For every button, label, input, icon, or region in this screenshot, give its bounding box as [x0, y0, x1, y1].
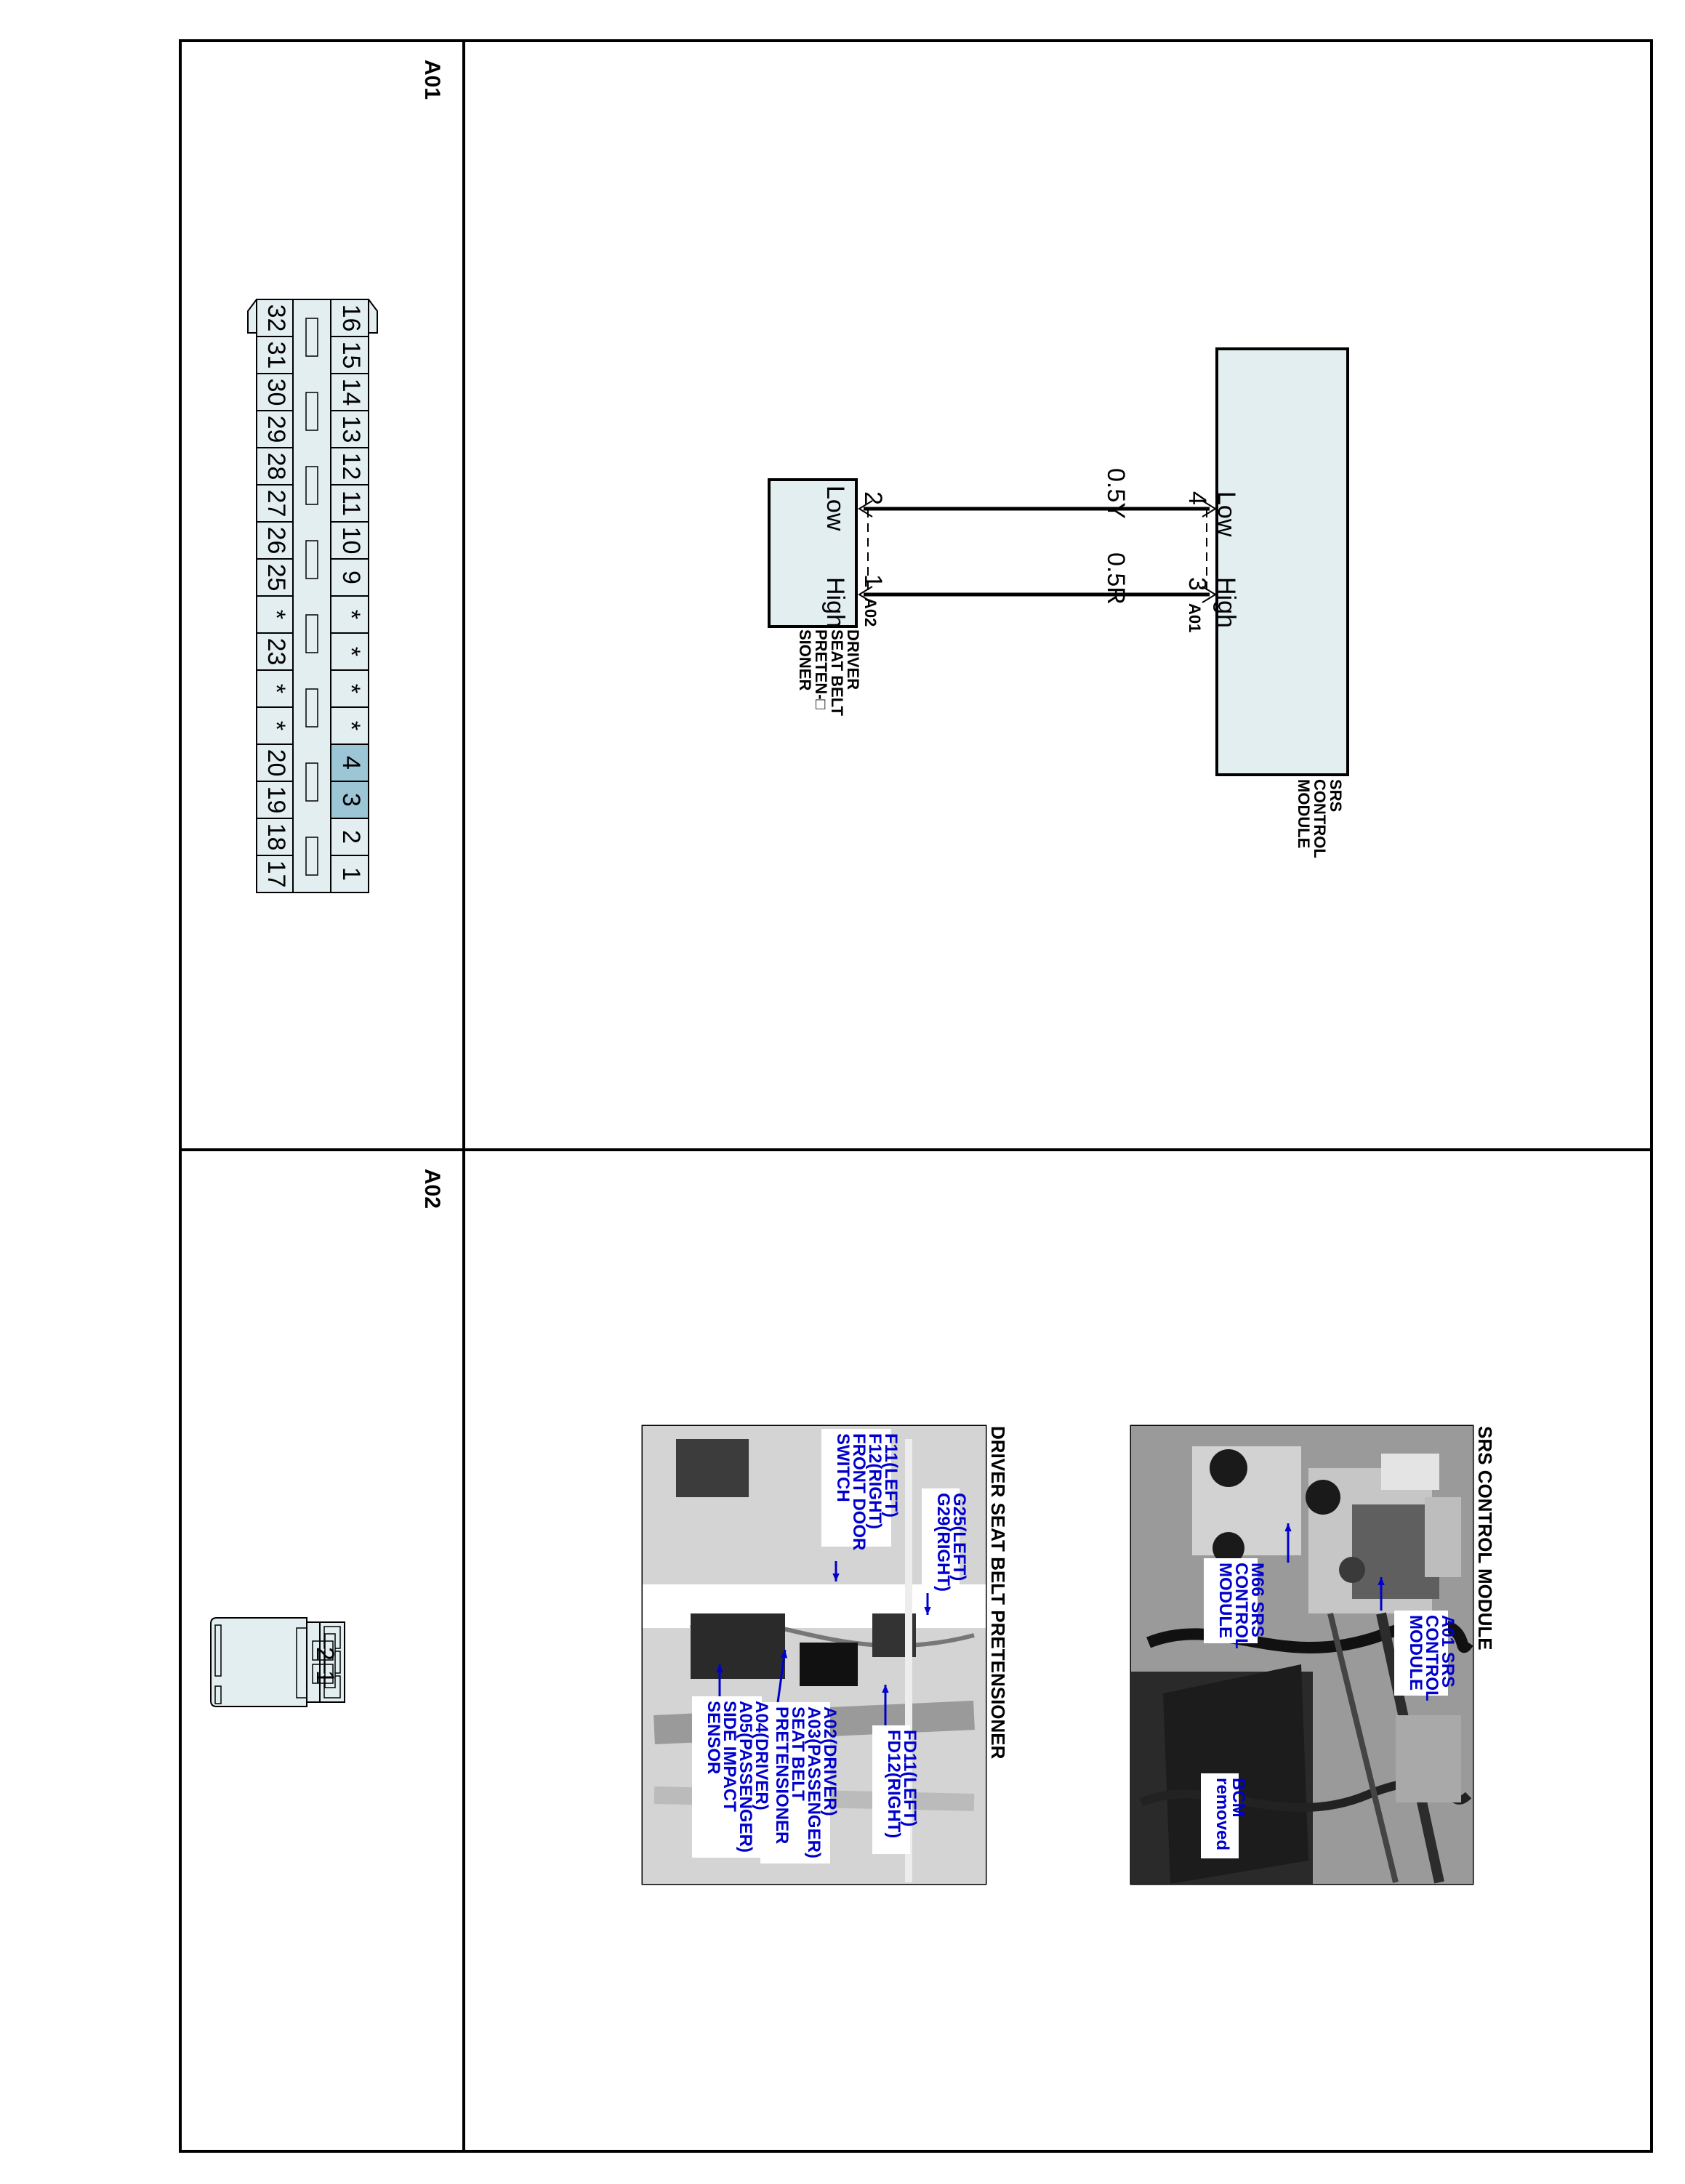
callout-g25-line-2: G29(RIGHT): [933, 1493, 953, 1592]
a01-pin-11: 11: [337, 491, 365, 516]
module-high-label: High: [1213, 577, 1240, 628]
a01-pin-12: 12: [337, 453, 365, 480]
callout-fd11-line-1: FD11(LEFT): [900, 1730, 920, 1826]
callout-a04-line-4: SENSOR: [704, 1701, 723, 1774]
callout-f11-line-4: SWITCH: [833, 1433, 853, 1502]
a01-pin-27: 27: [262, 490, 290, 517]
pretensioner-high-label: High: [821, 577, 849, 628]
a01-pin-unused: *: [337, 647, 365, 656]
a01-pin-26: 26: [262, 527, 290, 555]
callout-a01-srs-line-3: MODULE: [1406, 1615, 1425, 1691]
a02-connector-face: 2 1: [210, 1617, 345, 1707]
pretensioner-pin-low: 2: [859, 491, 887, 505]
callout-a02-line-1: A02(DRIVER): [820, 1706, 840, 1816]
a01-key-slots: [305, 318, 318, 876]
a01-pin-unused: *: [337, 610, 365, 619]
callout-m66-srs-line-3: MODULE: [1215, 1563, 1235, 1638]
schematic: Low High 4 3 A01 0.5Y 0.5R Low High 2 1 …: [768, 347, 1349, 858]
module-connector-id: A01: [1186, 603, 1204, 632]
photo-srs-title: SRS CONTROL MODULE: [1474, 1426, 1496, 1651]
a01-pin-32: 32: [262, 305, 290, 332]
callout-bcm-line-1: BCM: [1228, 1778, 1248, 1818]
a01-pin-19: 19: [262, 786, 290, 814]
a01-pin-18: 18: [262, 823, 290, 851]
pretensioner-low-label: Low: [821, 485, 849, 531]
pretensioner-name-line-3: PRETEN-□: [812, 629, 830, 709]
connector-label-a01: A01: [420, 60, 444, 100]
a01-pin-20: 20: [262, 749, 290, 777]
srs-control-module-box: [1215, 347, 1349, 776]
wire-low-color: 0.5Y: [1102, 468, 1130, 519]
a01-pin-13: 13: [337, 416, 365, 443]
a01-pin-16: 16: [337, 305, 365, 332]
table-frame: [179, 39, 1653, 2153]
module-pin-low: 4: [1183, 491, 1211, 505]
photo-driver-seat-belt-pretensioner: G25(LEFT)G29(RIGHT) F11(LEFT)F12(RIGHT)FR…: [641, 1425, 1009, 1885]
callout-f11-line-2: F12(RIGHT): [865, 1433, 885, 1529]
srs-module-name-line-3: MODULE: [1295, 779, 1313, 848]
srs-module-name-line-1: SRS: [1327, 779, 1345, 812]
a01-pin-4: 4: [337, 756, 365, 770]
a01-pin-unused: *: [262, 721, 290, 730]
pretensioner-name-line-2: SEAT BELT: [828, 629, 846, 717]
pretensioner-name-line-1: DRIVER: [844, 629, 862, 690]
callout-m66-srs-line-2: CONTROL: [1231, 1563, 1251, 1649]
a01-pin-14: 14: [337, 379, 365, 406]
a01-pin-row-top: 16 15 14 13 12 11 10 9 * * * * 4 3 2 1: [330, 299, 369, 893]
module-pin-high: 3: [1183, 577, 1211, 591]
pretensioner-name-line-4: SIONER: [796, 629, 814, 690]
a01-pin-25: 25: [262, 564, 290, 592]
a01-pin-unused: *: [262, 610, 290, 619]
a01-pin-2: 2: [337, 830, 365, 844]
a01-pin-29: 29: [262, 416, 290, 443]
callout-a01-srs-line-1: A01 SRS: [1438, 1615, 1457, 1688]
pretensioner-box: [768, 478, 858, 628]
a01-pin-15: 15: [337, 342, 365, 369]
a01-pin-3: 3: [337, 793, 365, 807]
photo-seatbelt-title: DRIVER SEAT BELT PRETENSIONER: [987, 1426, 1009, 1760]
pretensioner-connector-id: A02: [861, 597, 880, 626]
a01-pin-1: 1: [337, 867, 365, 881]
a02-pin-2: 2: [311, 1647, 339, 1661]
srs-module-name-line-2: CONTROL: [1311, 779, 1329, 858]
callout-a02-line-3: SEAT BELT: [788, 1706, 808, 1801]
callout-a04-line-2: A05(PASSENGER): [736, 1701, 755, 1853]
callout-bcm-line-2: removed: [1213, 1778, 1232, 1850]
a01-pin-28: 28: [262, 453, 290, 480]
callout-a02-line-4: PRETENSIONER: [772, 1706, 792, 1844]
module-low-label: Low: [1213, 491, 1240, 537]
a01-pin-17: 17: [262, 861, 290, 888]
callout-a01-srs-line-2: CONTROL: [1422, 1615, 1441, 1701]
a01-pin-row-bottom: 32 31 30 29 28 27 26 25 * 23 * * 20 19 18 17: [256, 299, 294, 893]
callout-a02-line-2: A03(PASSENGER): [804, 1706, 824, 1858]
a01-pin-unused: *: [262, 684, 290, 693]
a01-pin-30: 30: [262, 379, 290, 406]
a01-pin-31: 31: [262, 342, 290, 369]
a01-pin-23: 23: [262, 638, 290, 666]
callout-g25-line-1: G25(LEFT): [949, 1493, 969, 1581]
wire-high-color: 0.5R: [1102, 552, 1130, 605]
a01-pin-9: 9: [337, 571, 365, 584]
a01-pin-unused: *: [337, 684, 365, 693]
a01-pin-10: 10: [337, 527, 365, 555]
callout-a04-line-1: A04(DRIVER): [752, 1701, 771, 1810]
a02-pin-1: 1: [311, 1670, 339, 1684]
callout-fd11-line-2: FD12(RIGHT): [884, 1730, 904, 1838]
a01-pin-unused: *: [337, 721, 365, 730]
connector-label-a02: A02: [420, 1169, 444, 1209]
callout-f11-line-3: FRONT DOOR: [849, 1433, 869, 1550]
callout-f11-line-1: F11(LEFT): [881, 1433, 901, 1518]
callout-m66-srs-line-1: M66 SRS: [1247, 1563, 1267, 1637]
callout-a04-line-3: SIDE IMPACT: [720, 1701, 739, 1812]
pretensioner-pin-high: 1: [859, 574, 887, 588]
